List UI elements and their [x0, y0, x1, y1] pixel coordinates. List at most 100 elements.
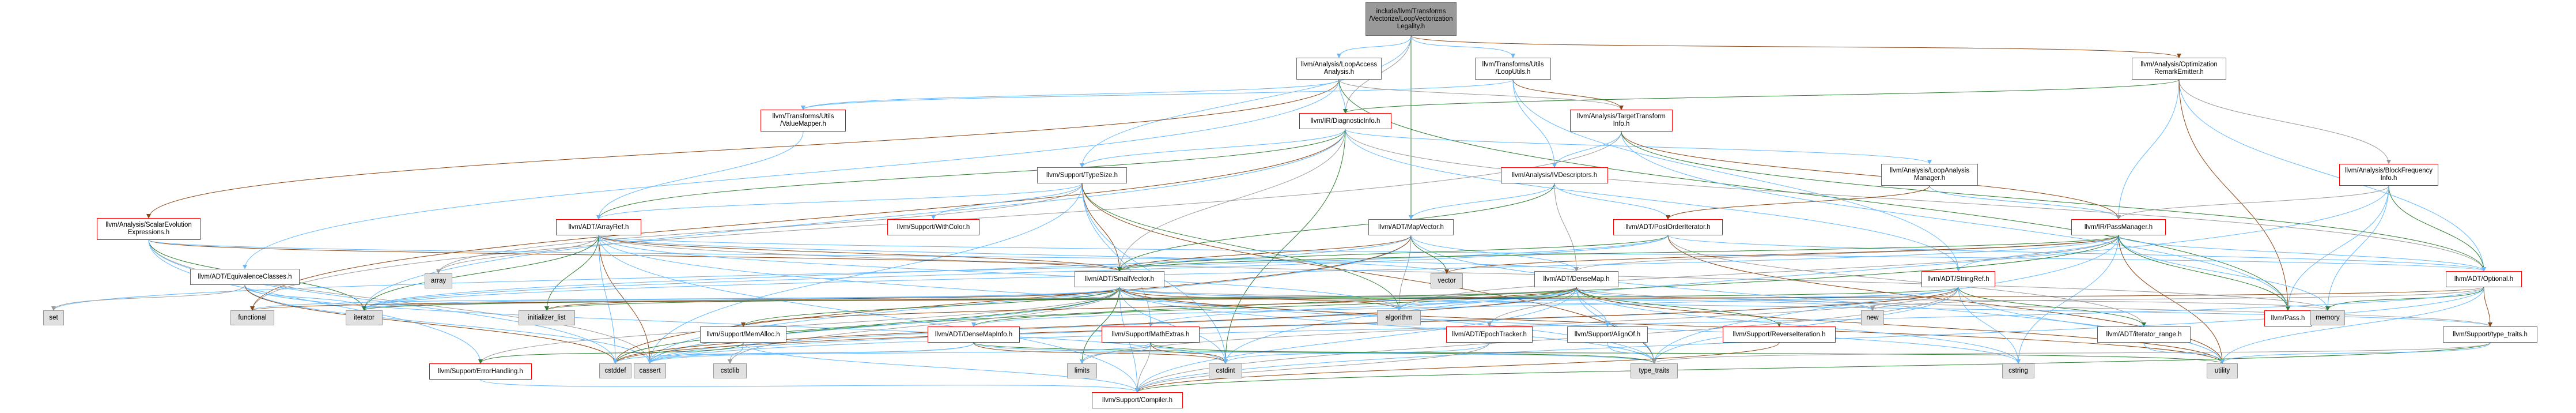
edge-pm-to-vector	[1444, 235, 2119, 274]
edge-ore-to-opt	[2178, 79, 2486, 272]
include-node-laa[interactable]: llvm/Analysis/LoopAccess Analysis.h	[1296, 58, 1382, 80]
include-node-limits[interactable]: limits	[1067, 363, 1097, 378]
include-node-new[interactable]: new	[1861, 310, 1884, 325]
include-node-cstdint[interactable]: cstdint	[1209, 363, 1242, 378]
include-node-ma[interactable]: llvm/Support/MemAlloc.h	[700, 326, 786, 343]
edge-ore-to-pass	[2178, 79, 2290, 311]
edge-eqc-to-cassert	[244, 284, 652, 364]
include-node-iterator[interactable]: iterator	[346, 310, 383, 325]
edge-bfi-to-cstdint	[1223, 185, 2389, 364]
edge-ivd-to-dm	[1554, 183, 1579, 272]
include-node-eh[interactable]: llvm/Support/ErrorHandling.h	[429, 363, 532, 380]
edge-sv-to-functional	[250, 287, 1120, 311]
edge-di-to-functional	[250, 129, 1346, 311]
include-node-di[interactable]: llvm/IR/DiagnosticInfo.h	[1299, 113, 1391, 129]
include-node-poi[interactable]: llvm/ADT/PostOrderIterator.h	[1613, 219, 1723, 235]
edge-ma-to-eh	[478, 342, 744, 364]
edge-dm-to-tt	[1576, 287, 2492, 327]
include-node-tti[interactable]: llvm/Analysis/TargetTransform Info.h	[1570, 110, 1673, 132]
edge-dm-to-new	[1576, 287, 1875, 311]
include-node-lu[interactable]: llvm/Transforms/Utils /LoopUtils.h	[1475, 58, 1551, 80]
edge-tt-to-typetraits	[1652, 342, 2491, 364]
edge-bfi-to-pm	[2116, 185, 2389, 220]
include-node-comp[interactable]: llvm/Support/Compiler.h	[1092, 392, 1183, 408]
root-file-node: include/llvm/Transforms /Vectorize/LoopV…	[1365, 2, 1457, 36]
include-node-aof[interactable]: llvm/Support/AlignOf.h	[1567, 326, 1648, 343]
edge-dm-to-ma	[741, 287, 1577, 327]
edge-tti-to-opt	[1621, 131, 2486, 272]
edge-pm-to-typetraits	[1652, 235, 2119, 364]
edge-pm-to-utility	[2118, 235, 2225, 364]
include-node-ept[interactable]: llvm/ADT/EpochTracker.h	[1446, 326, 1533, 343]
include-node-array[interactable]: array	[425, 273, 452, 288]
include-node-dm[interactable]: llvm/ADT/DenseMap.h	[1534, 271, 1618, 287]
edge-ivd-to-mv	[1409, 183, 1555, 220]
include-node-dmi[interactable]: llvm/ADT/DenseMapInfo.h	[928, 326, 1020, 343]
edge-dm-to-algorithm	[1397, 287, 1577, 311]
edge-ma-to-comp	[743, 342, 1140, 393]
edge-mex-to-cstdint	[1150, 342, 1228, 364]
include-node-vector[interactable]: vector	[1431, 273, 1463, 288]
edge-dm-to-utility	[1576, 287, 2225, 364]
edge-bfi-to-opt	[2388, 185, 2486, 272]
include-node-sev[interactable]: llvm/Analysis/ScalarEvolution Expression…	[97, 218, 201, 240]
include-node-vm[interactable]: llvm/Transforms/Utils /ValueMapper.h	[761, 110, 846, 132]
edge-mv-to-iterator	[362, 235, 1412, 311]
include-node-ts[interactable]: llvm/Support/TypeSize.h	[1037, 167, 1127, 183]
edge-vm-to-ar	[596, 131, 804, 220]
include-node-eqc[interactable]: llvm/ADT/EquivalenceClasses.h	[190, 269, 300, 285]
include-node-sr[interactable]: llvm/ADT/StringRef.h	[1921, 271, 1995, 287]
edge-pm-to-cstring	[2016, 235, 2119, 364]
include-node-ir[interactable]: llvm/ADT/iterator_range.h	[2097, 326, 2191, 343]
edge-dm-to-cstddef	[613, 287, 1577, 364]
edge-ir-to-utility	[2143, 342, 2225, 364]
edge-dm-to-init	[544, 287, 1577, 311]
edge-root-to-lu	[1410, 35, 1515, 58]
include-node-ar[interactable]: llvm/ADT/ArrayRef.h	[556, 219, 641, 235]
include-node-pm[interactable]: llvm/IR/PassManager.h	[2071, 219, 2166, 235]
include-node-mv[interactable]: llvm/ADT/MapVector.h	[1368, 219, 1454, 235]
edge-ore-to-di	[1343, 79, 2180, 114]
edge-poi-to-set	[51, 235, 1669, 311]
include-node-opt[interactable]: llvm/ADT/Optional.h	[2446, 271, 2522, 287]
include-node-mex[interactable]: llvm/Support/MathExtras.h	[1102, 326, 1200, 343]
include-node-ore[interactable]: llvm/Analysis/Optimization RemarkEmitter…	[2132, 58, 2226, 80]
include-node-wc[interactable]: llvm/Support/WithColor.h	[887, 219, 979, 235]
edge-root-to-laa	[1337, 35, 1412, 58]
include-node-tt[interactable]: llvm/Support/type_traits.h	[2443, 326, 2537, 343]
edge-dm-to-dmi	[971, 287, 1577, 327]
edge-sv-to-iterator	[362, 287, 1120, 311]
edge-sr-to-ir	[1958, 287, 2146, 327]
include-node-pass[interactable]: llvm/Pass.h	[2264, 310, 2312, 326]
edge-dmi-to-cstddef	[613, 342, 974, 364]
include-node-algorithm[interactable]: algorithm	[1377, 310, 1421, 325]
include-node-memory[interactable]: memory	[2310, 310, 2345, 325]
edge-dmi-to-utility	[973, 342, 2225, 364]
include-node-cstddef[interactable]: cstddef	[599, 363, 631, 378]
include-node-lam[interactable]: llvm/Analysis/LoopAnalysis Manager.h	[1881, 164, 1978, 186]
include-node-cstdlib[interactable]: cstdlib	[713, 363, 747, 378]
include-node-bfi[interactable]: llvm/Analysis/BlockFrequency Info.h	[2339, 164, 2438, 186]
include-node-init[interactable]: initializer_list	[519, 310, 575, 325]
edge-sr-to-iterator	[362, 287, 1959, 311]
edge-ivd-to-sv	[1117, 183, 1555, 272]
include-node-ivd[interactable]: llvm/Analysis/IVDescriptors.h	[1501, 167, 1608, 183]
include-node-functional[interactable]: functional	[230, 310, 274, 325]
edge-laa-to-tti	[1338, 79, 1624, 110]
include-node-rit[interactable]: llvm/Support/ReverseIteration.h	[1723, 326, 1836, 343]
edge-lu-to-sr	[1512, 79, 1961, 272]
include-node-cstring[interactable]: cstring	[2002, 363, 2034, 378]
edge-dmi-to-typetraits	[973, 342, 1656, 364]
edge-sv-to-cstddef	[613, 287, 1120, 364]
edge-bfi-to-memory	[2325, 185, 2389, 311]
edge-ar-to-init	[544, 235, 599, 311]
edge-pm-to-sv	[1117, 235, 2119, 272]
include-node-utility[interactable]: utility	[2207, 363, 2238, 378]
include-node-cassert[interactable]: cassert	[634, 363, 666, 378]
include-node-sv[interactable]: llvm/ADT/SmallVector.h	[1075, 271, 1164, 287]
include-node-set[interactable]: set	[43, 310, 64, 325]
edge-lam-to-pm	[1929, 185, 2121, 220]
include-node-typetraits[interactable]: type_traits	[1631, 363, 1678, 378]
edge-di-to-ts	[1080, 129, 1346, 168]
